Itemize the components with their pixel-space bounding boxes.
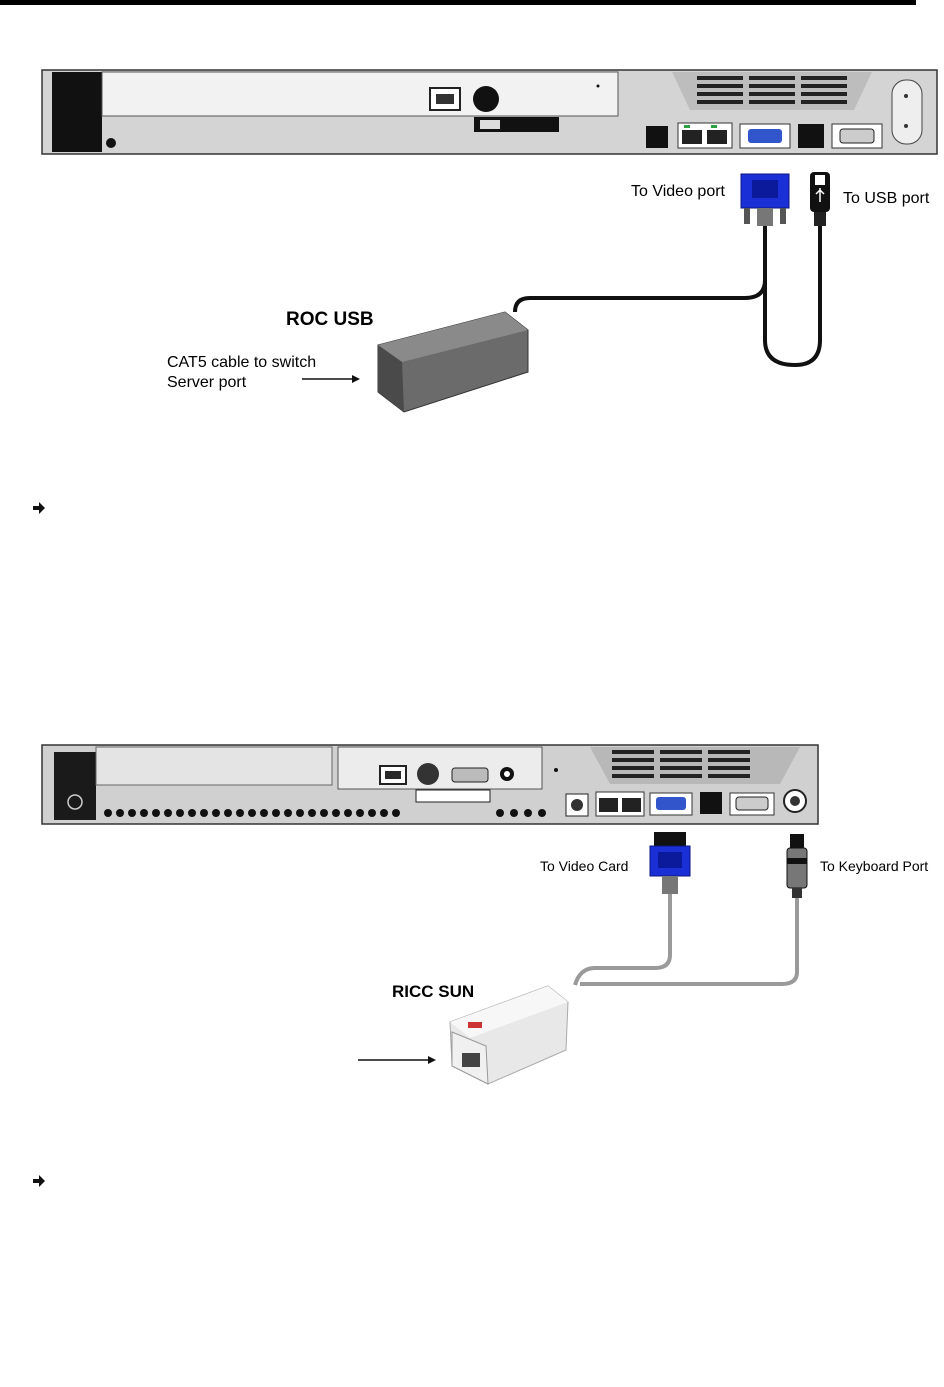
bullet-arrow-icon: [33, 502, 45, 514]
usb-cable: [763, 226, 822, 368]
roc-usb-title: ROC USB: [286, 309, 374, 330]
cat5-arrow-icon: [302, 375, 360, 383]
cat5-label-line1: CAT5 cable to switch: [167, 354, 316, 371]
video-cable: [513, 226, 767, 313]
roc-usb-adapter: [377, 311, 529, 413]
figure-ricc-sun-connection: RICC SUN To Video Card To Keyboard Port: [41, 744, 928, 1085]
cat5-label-line2: Server port: [167, 374, 247, 391]
cat5-arrow-icon: [358, 1056, 436, 1064]
figure-roc-usb-connection: ROC USB To Video port To USB port CAT5 c…: [41, 69, 938, 413]
vga-connector-icon: [649, 832, 691, 894]
to-video-card-label: To Video Card: [540, 858, 628, 874]
bullet-arrow-icon: [33, 1175, 45, 1187]
video-cable: [573, 894, 672, 986]
to-keyboard-port-label: To Keyboard Port: [820, 858, 928, 874]
server-rear-panel-1: [41, 69, 938, 155]
to-video-port-label: To Video port: [631, 183, 726, 200]
panel-screw-row: [104, 809, 546, 817]
keyboard-connector-icon: [786, 834, 808, 898]
server-rear-panel-2: [41, 744, 819, 825]
vga-connector-icon: [740, 173, 790, 226]
usb-connector-icon: [810, 172, 830, 226]
to-usb-port-label: To USB port: [843, 190, 930, 207]
ricc-sun-adapter: [449, 985, 569, 1085]
keyboard-cable: [580, 898, 799, 986]
header-rule: [0, 0, 916, 5]
ricc-sun-title: RICC SUN: [392, 982, 474, 1001]
